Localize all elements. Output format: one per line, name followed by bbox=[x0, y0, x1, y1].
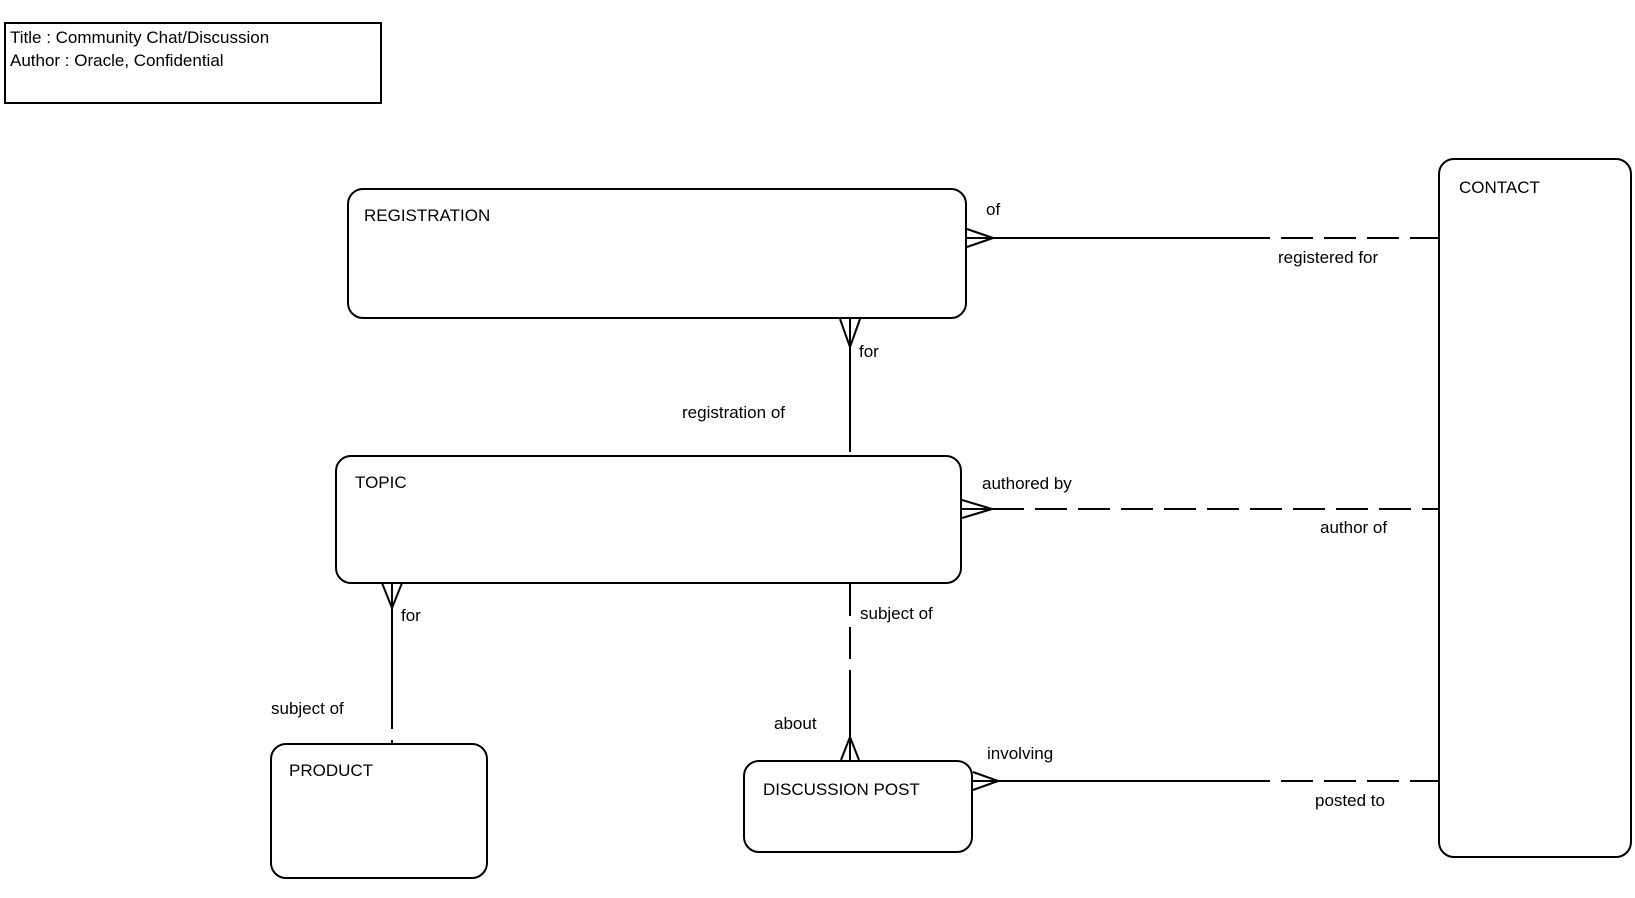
relationship-label-authored-by: authored by bbox=[982, 474, 1072, 493]
crow-foot-discussion-post-about bbox=[840, 736, 860, 761]
relationship-label-subject-of-product: subject of bbox=[271, 699, 344, 718]
relationship-label-of: of bbox=[986, 200, 1001, 219]
entity-topic-label: TOPIC bbox=[355, 473, 407, 492]
relationship-label-for-registration: for bbox=[859, 342, 879, 361]
entity-topic[interactable]: TOPIC bbox=[335, 455, 962, 584]
relationship-label-about: about bbox=[774, 714, 817, 733]
entity-product[interactable]: PRODUCT bbox=[270, 743, 488, 879]
relationship-line-registration-contact[interactable] bbox=[966, 228, 1438, 248]
crow-foot-topic-authored-by bbox=[961, 499, 993, 519]
crow-foot-registration-of bbox=[966, 228, 994, 248]
relationship-line-topic-product[interactable] bbox=[381, 582, 403, 743]
entity-registration-label: REGISTRATION bbox=[364, 206, 491, 225]
relationship-line-topic-contact[interactable] bbox=[961, 499, 1438, 519]
entity-registration[interactable]: REGISTRATION bbox=[347, 188, 967, 319]
relationship-label-registration-of: registration of bbox=[682, 403, 785, 422]
crow-foot-discussion-post-involving bbox=[972, 771, 999, 791]
relationship-label-posted-to: posted to bbox=[1315, 791, 1385, 810]
relationship-line-discussion-post-contact[interactable] bbox=[972, 771, 1438, 791]
relationship-label-subject-of-topic: subject of bbox=[860, 604, 933, 623]
relationship-label-registered-for: registered for bbox=[1278, 248, 1379, 267]
relationship-line-discussion-post-topic[interactable] bbox=[840, 584, 860, 761]
crow-foot-registration-for bbox=[839, 318, 861, 348]
relationship-label-for-topic: for bbox=[401, 606, 421, 625]
diagram-author: Author : Oracle, Confidential bbox=[10, 51, 224, 70]
entity-discussion-post-label: DISCUSSION POST bbox=[763, 780, 920, 799]
entity-product-label: PRODUCT bbox=[289, 761, 374, 780]
relationship-line-registration-topic[interactable] bbox=[839, 318, 861, 455]
diagram-title: Title : Community Chat/Discussion bbox=[10, 28, 270, 47]
entity-discussion-post[interactable]: DISCUSSION POST bbox=[743, 760, 973, 853]
crow-foot-topic-for bbox=[381, 582, 403, 609]
title-block: Title : Community Chat/Discussion Author… bbox=[4, 22, 382, 104]
entity-contact-label: CONTACT bbox=[1459, 178, 1540, 197]
relationship-label-author-of: author of bbox=[1320, 518, 1388, 537]
relationship-label-involving: involving bbox=[987, 744, 1054, 763]
entity-contact[interactable]: CONTACT bbox=[1438, 158, 1632, 858]
